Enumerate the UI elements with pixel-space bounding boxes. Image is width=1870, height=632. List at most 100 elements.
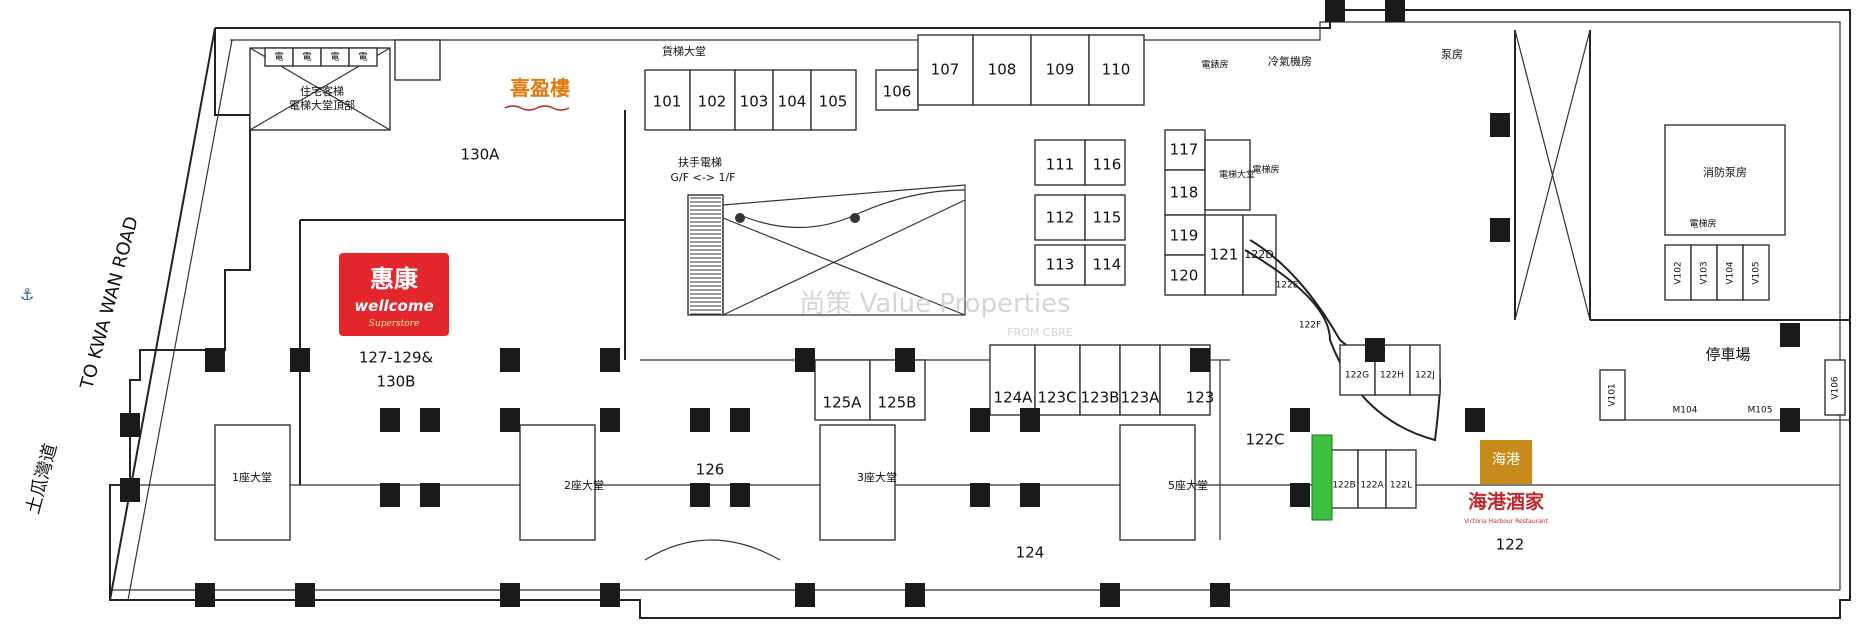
kiosks <box>1034 139 1126 286</box>
column <box>1385 0 1405 22</box>
unit-105-label: 105 <box>819 93 848 111</box>
unit-103[interactable] <box>734 69 774 131</box>
elec-room-label: 電錶房 <box>1201 59 1228 71</box>
column <box>1190 348 1210 372</box>
elec-label-4: 電 <box>358 52 367 63</box>
unit-110-label: 110 <box>1102 61 1131 79</box>
road-label-en: TO KWA WAN ROAD <box>76 214 143 392</box>
column <box>1290 408 1310 432</box>
column <box>1780 323 1800 347</box>
residential-lift-block <box>249 39 441 131</box>
unit-119-label: 119 <box>1170 227 1199 245</box>
unit-130b-label: 130B <box>377 373 416 391</box>
column <box>600 583 620 607</box>
column <box>120 478 140 502</box>
column <box>1210 583 1230 607</box>
column <box>1020 408 1040 432</box>
column <box>500 348 520 372</box>
parking-label: 停車場 <box>1705 346 1750 364</box>
unit-115-label: 115 <box>1093 209 1122 227</box>
vehicle-ramp <box>1244 239 1442 442</box>
unit-108[interactable] <box>972 34 1032 106</box>
column <box>795 348 815 372</box>
unit-107[interactable] <box>917 34 974 106</box>
structural-columns <box>120 0 1800 607</box>
column <box>1020 483 1040 507</box>
column <box>380 408 400 432</box>
xi-ying-lou-underline <box>504 105 570 111</box>
escalator-title: 扶手電梯 <box>678 155 722 169</box>
bay-m104: M104 <box>1673 406 1698 416</box>
unit-110[interactable] <box>1088 34 1145 106</box>
unit-120-label: 120 <box>1170 267 1199 285</box>
unit-109[interactable] <box>1030 34 1090 106</box>
escalator-floors: G/F <-> 1/F <box>671 171 736 184</box>
column <box>380 483 400 507</box>
unit-124-label: 124 <box>1016 544 1045 562</box>
column <box>690 408 710 432</box>
column <box>420 483 440 507</box>
column <box>690 483 710 507</box>
column <box>730 483 750 507</box>
column <box>1780 408 1800 432</box>
lobby-3-label: 3座大堂 <box>857 470 897 484</box>
road-label-cn: 土瓜灣道 <box>23 441 62 516</box>
harbour-cn: 海港酒家 <box>1468 490 1545 513</box>
unit-107-label: 107 <box>931 61 960 79</box>
wellcome-logo: 惠康 wellcome Superstore <box>339 253 449 336</box>
unit-122b-label: 122B <box>1332 481 1355 491</box>
bay-v103: V103 <box>1700 261 1710 284</box>
unit-117-label: 117 <box>1170 141 1199 159</box>
unit-126-label: 126 <box>696 461 725 479</box>
lift-room-right-label: 電梯房 <box>1689 218 1716 230</box>
unit-125b-label: 125B <box>878 394 917 412</box>
unit-103-label: 103 <box>740 93 769 111</box>
fire-pump-room-label: 消防泵房 <box>1703 165 1747 179</box>
unit-102-label: 102 <box>698 93 727 111</box>
lower-units <box>814 344 1211 421</box>
elec-label-2: 電 <box>302 52 311 63</box>
unit-123b-label: 123B <box>1081 389 1120 407</box>
top-units <box>644 34 1145 131</box>
unit-122-label: 122 <box>1496 536 1525 554</box>
harbour-logo-mark: 海港 <box>1492 452 1520 468</box>
column <box>420 408 440 432</box>
column <box>905 583 925 607</box>
unit-125a-label: 125A <box>823 394 863 412</box>
unit-101[interactable] <box>644 69 691 131</box>
unit-106-label: 106 <box>883 83 912 101</box>
unit-111-label: 111 <box>1046 156 1075 174</box>
units-122g-122l <box>1329 344 1441 509</box>
unit-112-label: 112 <box>1046 209 1075 227</box>
unit-122f-label: 122F <box>1299 321 1321 331</box>
unit-105[interactable] <box>810 69 857 131</box>
unit-124a-label: 124A <box>994 389 1034 407</box>
lift-lobby-mid-label: 電梯大堂 <box>1219 169 1255 181</box>
column <box>895 348 915 372</box>
unit-122h-label: 122H <box>1380 371 1404 381</box>
bay-v105: V105 <box>1752 261 1762 284</box>
unit-118-label: 118 <box>1170 184 1199 202</box>
wellcome-en: wellcome <box>354 297 433 315</box>
lobby-1-label: 1座大堂 <box>232 470 272 484</box>
column <box>970 483 990 507</box>
elec-label-3: 電 <box>330 52 339 63</box>
unit-123a-label: 123A <box>1121 389 1161 407</box>
column <box>1100 583 1120 607</box>
column <box>1490 218 1510 242</box>
unit-109-label: 109 <box>1046 61 1075 79</box>
lobby-2-label: 2座大堂 <box>564 478 604 492</box>
unit-130a-label: 130A <box>461 146 501 164</box>
wellcome-cn: 惠康 <box>370 265 419 293</box>
travelator-green <box>1311 434 1333 521</box>
aircon-room-label: 冷氣機房 <box>1268 54 1312 68</box>
unit-122g-label: 122G <box>1345 371 1369 381</box>
entrance-126 <box>644 539 781 561</box>
lobby-5-label: 5座大堂 <box>1168 478 1208 492</box>
residential-lift-label-1: 住宅客梯 <box>300 84 344 98</box>
column <box>290 348 310 372</box>
unit-121-label: 121 <box>1210 246 1239 264</box>
wellcome-tag: Superstore <box>369 319 420 329</box>
column <box>1465 408 1485 432</box>
